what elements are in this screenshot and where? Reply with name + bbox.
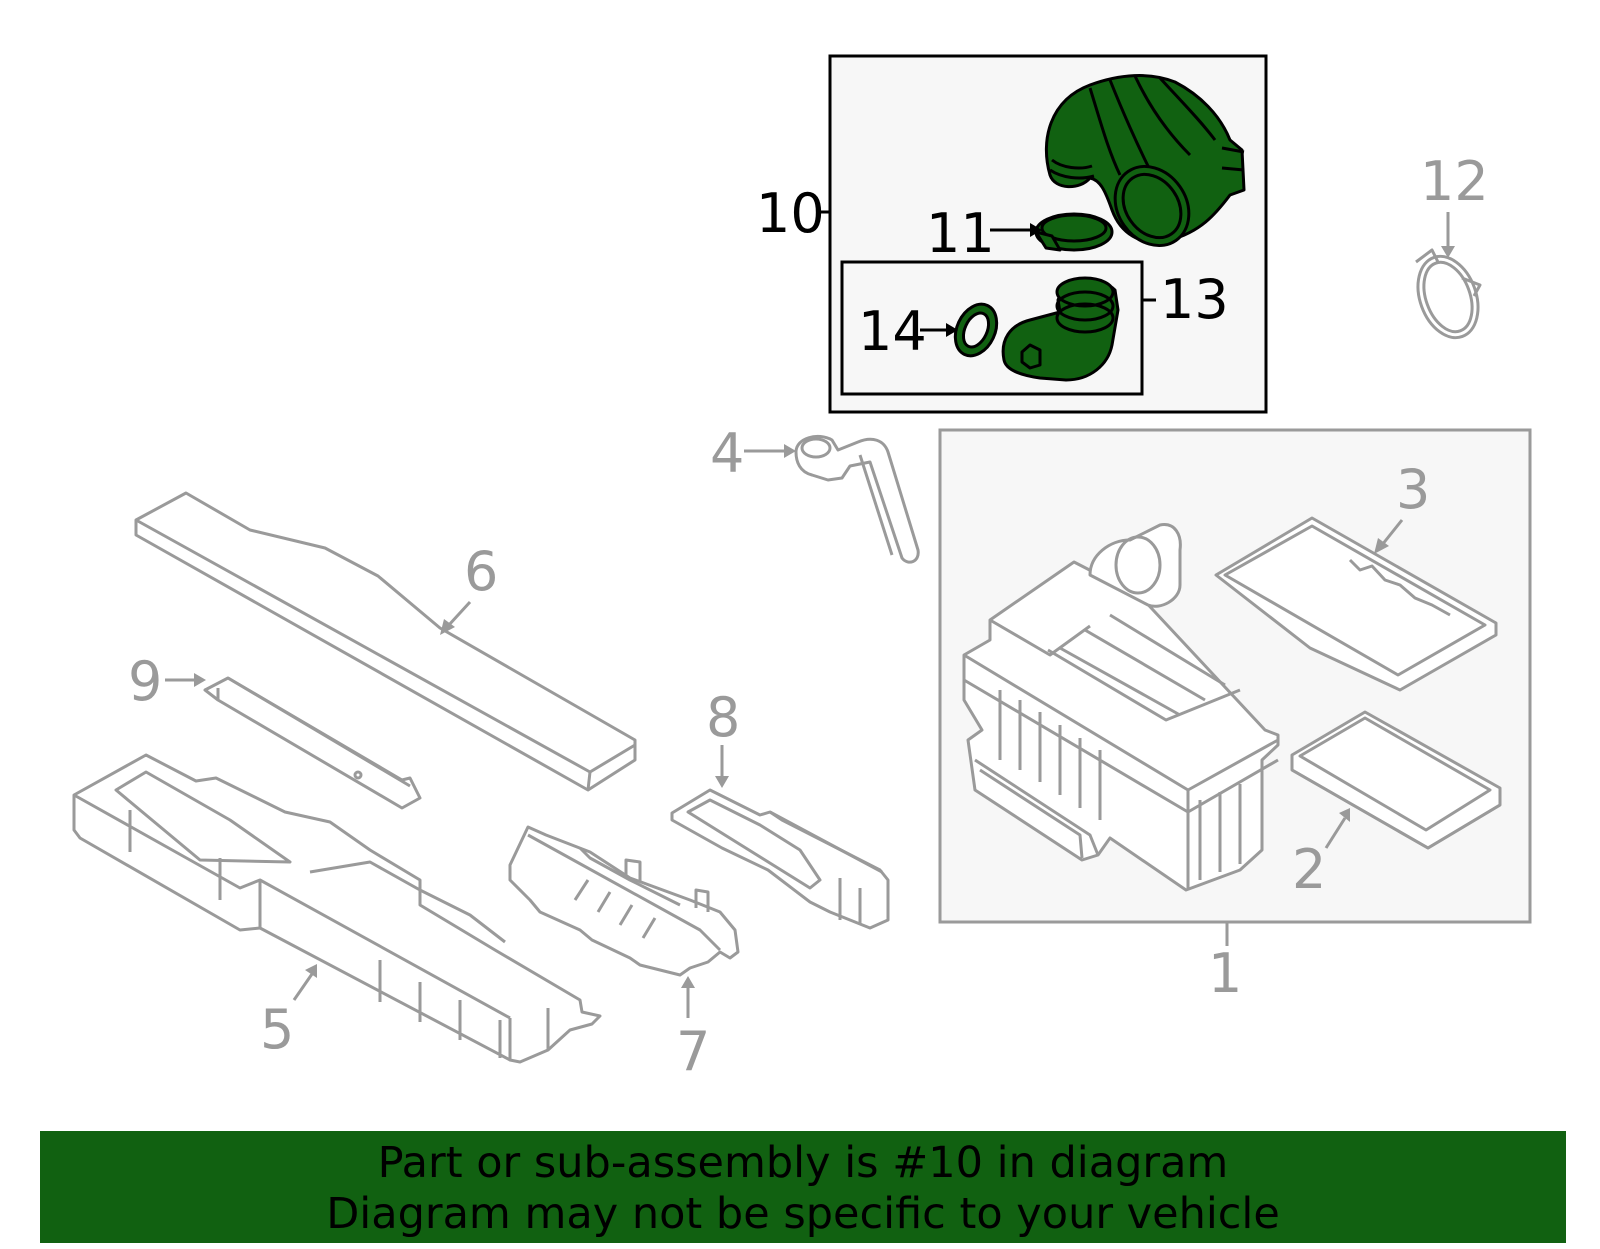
callout-14: 14 [858, 300, 927, 363]
part-7-bracket[interactable] [508, 825, 740, 977]
part-12-hose-clamp[interactable] [1407, 248, 1488, 346]
part-9-bracket[interactable] [203, 676, 422, 810]
callout-11: 11 [926, 202, 995, 265]
part-5-lower-air-duct[interactable] [72, 753, 602, 1064]
callout-12: 12 [1420, 150, 1489, 213]
callout-13: 13 [1160, 268, 1229, 331]
callout-4: 4 [710, 422, 744, 485]
part-14-seal[interactable] [947, 297, 1004, 362]
part-13-resonator[interactable] [1001, 276, 1120, 382]
part-11-clamp[interactable] [1034, 212, 1114, 252]
callout-5: 5 [260, 998, 294, 1061]
callout-8: 8 [706, 686, 740, 749]
footer-line-1: Part or sub-assembly is #10 in diagram [377, 1138, 1229, 1188]
footer-banner: Part or sub-assembly is #10 in diagram D… [40, 1131, 1566, 1243]
part-1-air-cleaner-housing[interactable] [962, 523, 1280, 892]
part-6-intake-cover[interactable] [134, 491, 637, 792]
callout-2: 2 [1292, 838, 1326, 901]
callout-7: 7 [676, 1020, 710, 1083]
callout-6: 6 [464, 540, 498, 603]
part-3-cover-plate[interactable] [1214, 516, 1498, 692]
part-8-duct[interactable] [670, 788, 890, 930]
callout-1: 1 [1208, 942, 1242, 1005]
callout-10: 10 [756, 182, 825, 245]
part-10-intake-hose[interactable] [1044, 74, 1246, 260]
part-2-filter-element[interactable] [1290, 710, 1502, 850]
part-4-breather-hose[interactable] [794, 435, 920, 564]
callout-3: 3 [1396, 458, 1430, 521]
callout-9: 9 [128, 650, 162, 713]
footer-line-2: Diagram may not be specific to your vehi… [326, 1189, 1280, 1239]
leaders-grey [165, 212, 1455, 1018]
